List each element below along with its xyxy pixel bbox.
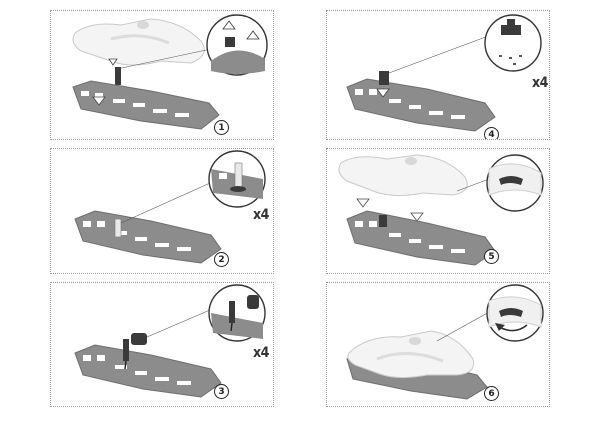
zoom-callout xyxy=(208,284,266,342)
mounting-post xyxy=(114,218,122,238)
down-arrow-icon xyxy=(376,88,390,98)
step-4-illustration xyxy=(346,14,542,132)
mounting-post xyxy=(379,71,389,85)
foot-pad xyxy=(347,330,475,379)
step-1-panel: 1 xyxy=(50,10,274,140)
skid-plate xyxy=(346,78,496,132)
up-arrow-icon xyxy=(246,30,260,40)
zoom-callout xyxy=(206,14,268,76)
step-5-illustration xyxy=(338,154,544,266)
down-arrow-icon xyxy=(410,212,424,222)
step-2-panel: x4 2 xyxy=(50,148,274,274)
step-3-illustration xyxy=(74,284,266,398)
step-2-illustration xyxy=(74,150,266,264)
quantity-label: x4 xyxy=(532,75,548,91)
foot-pad xyxy=(338,154,468,197)
callout-line xyxy=(120,178,220,224)
callout-line xyxy=(456,178,490,192)
step-number: 3 xyxy=(214,384,229,399)
step-4-panel: x4 4 xyxy=(326,10,550,140)
step-6-illustration xyxy=(346,284,544,400)
zoom-callout xyxy=(484,14,542,72)
step-5-panel: 5 xyxy=(326,148,550,274)
callout-line xyxy=(436,310,492,342)
callout-line xyxy=(116,48,212,70)
zoom-callout xyxy=(208,150,266,208)
step-1-illustration xyxy=(72,14,268,130)
clip-icon xyxy=(499,308,523,317)
zoom-callout xyxy=(486,284,544,342)
zoom-callout xyxy=(486,154,544,212)
quantity-label: x4 xyxy=(253,207,269,223)
down-arrow-icon xyxy=(356,198,370,208)
skid-plate xyxy=(72,80,220,130)
quantity-label: x4 xyxy=(253,345,269,361)
step-number: 1 xyxy=(214,120,229,135)
step-number: 6 xyxy=(484,386,499,401)
step-number: 4 xyxy=(484,127,499,139)
callout-line xyxy=(388,34,492,74)
step-number: 5 xyxy=(484,249,499,264)
down-arrow-icon xyxy=(108,58,118,66)
step-3-panel: x4 3 xyxy=(50,282,274,407)
mounting-post xyxy=(115,67,121,85)
mounting-post xyxy=(379,215,387,227)
foot-pad xyxy=(72,18,205,66)
step-6-panel: 6 xyxy=(326,282,550,407)
callout-line xyxy=(146,306,218,338)
screwdriver-icon xyxy=(123,333,147,370)
clip-icon xyxy=(499,176,523,185)
skid-plate xyxy=(346,210,496,266)
skid-plate xyxy=(74,210,222,264)
skid-plate xyxy=(74,344,222,398)
up-arrow-icon xyxy=(222,20,236,30)
step-number: 2 xyxy=(214,252,229,267)
